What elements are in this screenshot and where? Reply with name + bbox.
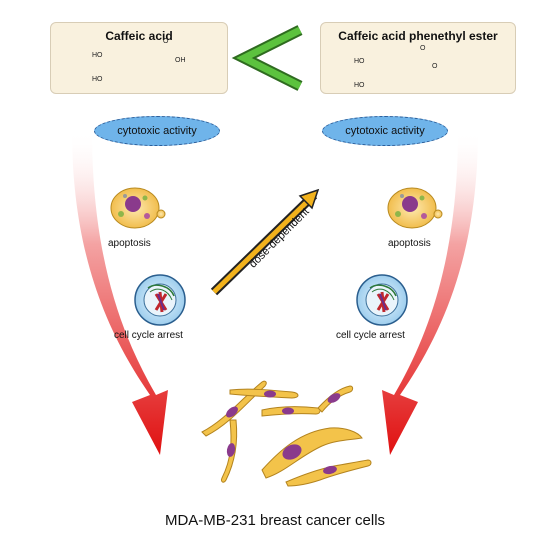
chem-label: HO (354, 82, 365, 89)
chem-label: O (163, 38, 169, 45)
cape-box: Caffeic acid phenethyl ester (320, 22, 516, 94)
dose-dependent-arrow (210, 188, 320, 296)
cape-title: Caffeic acid phenethyl ester (338, 29, 498, 43)
right-apoptosis-label: apoptosis (388, 238, 431, 249)
caffeic-acid-box: Caffeic acid (50, 22, 228, 94)
cancer-cells-cluster (201, 380, 372, 487)
chem-label: HO (92, 52, 103, 59)
chem-label: O (420, 45, 426, 52)
chem-label: O (432, 63, 438, 70)
less-than-symbol (231, 25, 303, 91)
right-cell-cycle-label: cell cycle arrest (336, 330, 405, 341)
right-cytotoxic-activity: cytotoxic activity (322, 116, 448, 146)
right-cell-cycle-cell (356, 274, 408, 326)
left-red-arrow (72, 130, 168, 455)
chem-label: HO (354, 58, 365, 65)
caffeic-acid-title: Caffeic acid (105, 29, 173, 43)
left-cell-cycle-cell (134, 274, 186, 326)
cancer-cells-caption: MDA-MB-231 breast cancer cells (164, 512, 386, 529)
chem-label: HO (92, 76, 103, 83)
chem-label: OH (175, 57, 186, 64)
left-apoptosis-label: apoptosis (108, 238, 151, 249)
right-apoptosis-cell (387, 187, 443, 229)
right-red-arrow (382, 130, 478, 455)
left-apoptosis-cell (110, 187, 166, 229)
left-cell-cycle-label: cell cycle arrest (114, 330, 183, 341)
left-cytotoxic-activity: cytotoxic activity (94, 116, 220, 146)
